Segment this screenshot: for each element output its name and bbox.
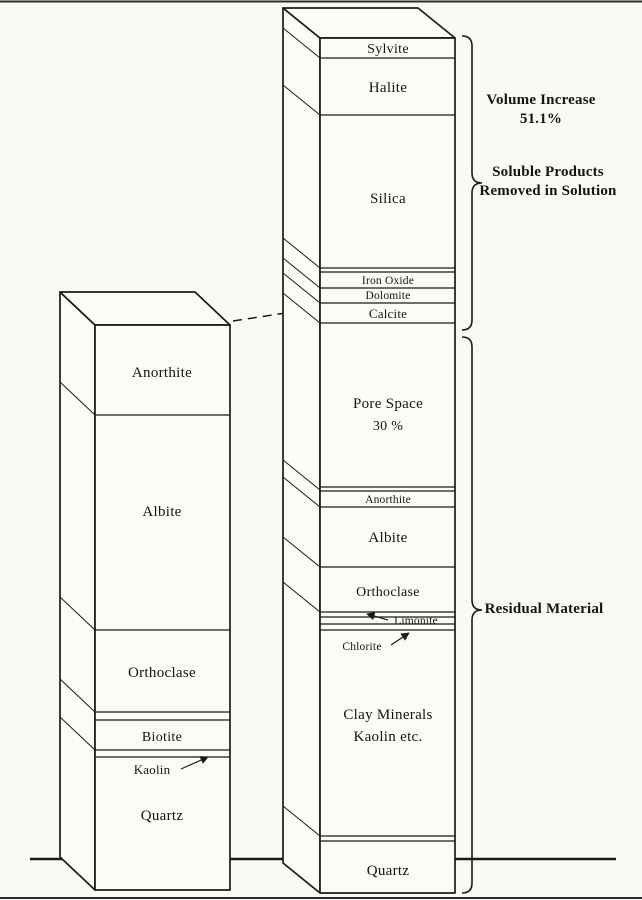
- left-column-front-face: [94, 324, 231, 891]
- left-label-kaolin: Kaolin: [134, 762, 171, 777]
- right-label-chlorite: Chlorite: [342, 641, 381, 653]
- left-column: Anorthite Albite Orthoclase Biotite Kaol…: [59, 291, 231, 891]
- left-column-side-face: [59, 291, 96, 891]
- right-label-albite: Albite: [368, 530, 407, 546]
- right-label-silica: Silica: [370, 191, 406, 207]
- right-label-clay-minerals-2: Kaolin etc.: [353, 729, 422, 745]
- volume-increase-label-line2: 51.1%: [520, 111, 562, 127]
- right-label-orthoclase: Orthoclase: [356, 585, 420, 600]
- left-label-albite: Albite: [142, 504, 181, 520]
- residual-material-label: Residual Material: [485, 601, 604, 617]
- annotation-group: Volume Increase 51.1% Soluble Products R…: [461, 35, 617, 894]
- right-column: Sylvite Halite Silica Iron Oxide Dolomit…: [282, 7, 456, 894]
- soluble-products-label-line2: Removed in Solution: [479, 183, 617, 199]
- left-label-quartz: Quartz: [141, 808, 184, 824]
- right-column-side-ticks: [282, 27, 321, 837]
- left-label-anorthite: Anorthite: [132, 365, 192, 381]
- right-column-front-face: [319, 37, 456, 894]
- left-column-side-ticks: [59, 381, 96, 751]
- right-label-clay-minerals-1: Clay Minerals: [343, 707, 432, 723]
- right-label-dolomite: Dolomite: [365, 290, 410, 302]
- soluble-products-label-line1: Soluble Products: [492, 164, 604, 180]
- right-column-side-face: [282, 7, 321, 894]
- right-column-dividers: [320, 57, 455, 842]
- volume-increase-label-line1: Volume Increase: [486, 92, 595, 108]
- right-label-limonite: Limonite: [394, 615, 438, 627]
- soluble-products-brace: [461, 35, 483, 331]
- right-label-quartz: Quartz: [367, 863, 410, 879]
- right-label-sylvite: Sylvite: [367, 42, 409, 57]
- right-label-halite: Halite: [369, 80, 407, 96]
- left-label-biotite: Biotite: [142, 730, 182, 745]
- right-label-pore-space-pct: 30 %: [373, 419, 403, 434]
- right-label-pore-space: Pore Space: [353, 396, 423, 412]
- limonite-pointer-arrow: [366, 612, 389, 621]
- right-label-anorthite: Anorthite: [365, 494, 411, 506]
- kaolin-pointer-arrow: [180, 756, 209, 770]
- left-label-orthoclase: Orthoclase: [128, 665, 196, 681]
- right-label-iron-oxide: Iron Oxide: [362, 275, 414, 287]
- residual-material-brace: [461, 336, 483, 894]
- left-column-dividers: [95, 414, 230, 758]
- chlorite-pointer-arrow: [390, 632, 410, 646]
- right-label-calcite: Calcite: [369, 306, 407, 321]
